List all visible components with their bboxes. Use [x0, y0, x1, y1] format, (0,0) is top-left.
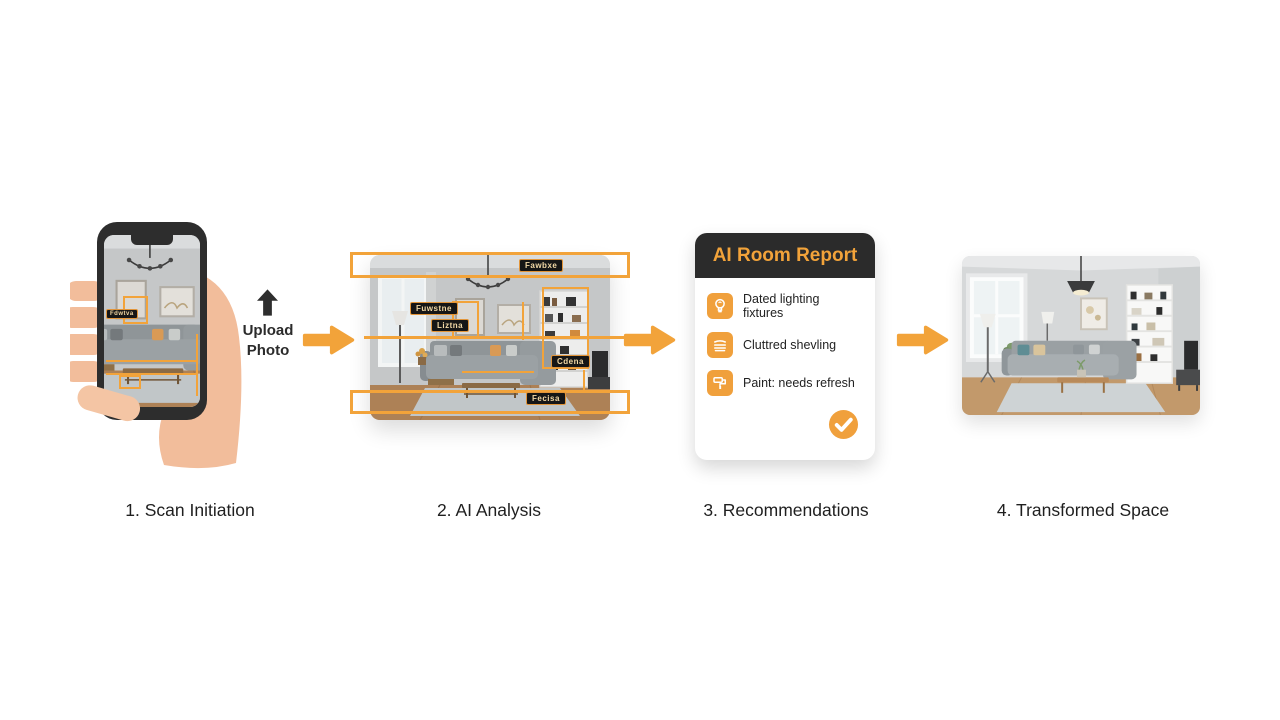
report-item-text: Cluttred shevling	[743, 338, 837, 352]
phone-screen: Fdwtva	[104, 235, 200, 407]
detection-label-1: Fawbxe	[519, 259, 564, 272]
measure-line-table	[462, 371, 534, 373]
lightbulb-icon	[707, 293, 733, 319]
scan-bracket-top	[350, 252, 630, 278]
up-arrow-icon	[257, 289, 278, 316]
phone-detection-box-2	[119, 375, 141, 389]
measure-line-vertical	[522, 302, 524, 340]
report-item-lighting: Dated lighting fixtures	[707, 292, 863, 320]
phone-notch	[131, 235, 173, 245]
measure-line-right	[583, 370, 585, 390]
detection-label-4: Cdena	[551, 355, 590, 368]
upload-photo-label: Upload Photo	[242, 322, 294, 360]
detection-box-shelf	[542, 287, 589, 369]
paint-roller-icon	[707, 370, 733, 396]
report-title: AI Room Report	[712, 244, 858, 266]
flow-arrow-icon-1	[302, 325, 355, 355]
smartphone: Fdwtva	[97, 222, 207, 420]
report-item-paint: Paint: needs refresh	[707, 370, 863, 396]
shelves-icon	[707, 332, 733, 358]
ai-room-report-card: AI Room Report Dated lighting fixtures	[695, 233, 875, 460]
caption-step-3: 3. Recommendations	[703, 500, 869, 520]
detection-label-2: Fuwstne	[410, 302, 458, 315]
thumb-illustration	[77, 385, 141, 422]
caption-step-1: 1. Scan Initiation	[125, 500, 255, 520]
scan-bracket-bottom	[350, 390, 630, 414]
caption-step-2: 2. AI Analysis	[436, 500, 542, 520]
checkmark-icon	[828, 409, 859, 440]
phone-detection-label: Fdwtva	[106, 309, 138, 319]
scan-line-middle	[364, 336, 636, 339]
report-item-text: Paint: needs refresh	[743, 376, 855, 390]
report-item-shelving: Cluttred shevling	[707, 332, 863, 358]
detection-label-3: Liztna	[431, 319, 470, 332]
transformed-room-photo	[962, 256, 1200, 415]
phone-scan-line	[106, 360, 198, 362]
flow-arrow-icon-3	[896, 325, 949, 355]
phone-scan-line-2	[106, 373, 198, 375]
caption-step-4: 4. Transformed Space	[996, 500, 1170, 520]
flow-arrow-icon-2	[623, 325, 676, 355]
report-header: AI Room Report	[695, 233, 875, 278]
detection-label-5: Fecisa	[526, 392, 566, 405]
phone-scan-line-vertical	[196, 334, 198, 396]
report-item-text: Dated lighting fixtures	[743, 292, 820, 320]
report-body: Dated lighting fixtures Cluttred shevlin…	[695, 278, 875, 396]
